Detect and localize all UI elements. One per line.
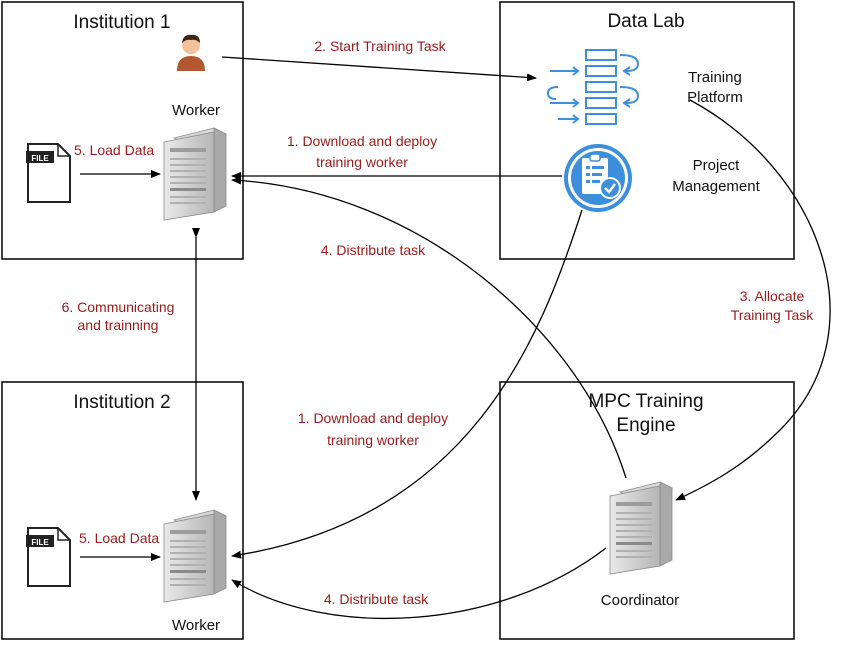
institution1-server-icon [163, 127, 227, 221]
institution1-title: Institution 1 [73, 12, 170, 33]
distribute-task-arrow-1 [231, 176, 627, 479]
communicating-label-line2: and trainning [78, 317, 159, 333]
data-lab-box [499, 1, 795, 260]
project-management-label-line2: Management [672, 178, 760, 195]
start-training-arrow [221, 56, 537, 82]
project-management-label-line1: Project [693, 157, 741, 174]
distribute-task-arrow-2 [231, 547, 607, 620]
allocate-training-arrow [675, 99, 831, 501]
download-deploy-label-1-line1: 1. Download and deploy [287, 133, 437, 149]
institution1-box [1, 1, 244, 260]
allocate-training-label-line2: Training Task [731, 307, 814, 323]
person-icon [177, 34, 205, 71]
clipboard-check-icon [564, 144, 632, 212]
mpc-engine-title-line1: MPC Training [588, 391, 703, 412]
institution2-server-icon [163, 509, 227, 603]
mpc-engine-title-line2: Engine [616, 415, 675, 436]
training-platform-label-line1: Training [688, 69, 742, 86]
svg-text:FILE: FILE [31, 538, 49, 547]
institution2-file-icon: FILE [25, 527, 71, 587]
download-deploy-label-2-line2: training worker [327, 432, 419, 448]
mpc-engine-box [499, 381, 795, 640]
data-lab-title: Data Lab [607, 11, 684, 32]
institution2-title: Institution 2 [73, 392, 170, 413]
start-training-label: 2. Start Training Task [314, 38, 446, 54]
training-platform-label-line2: Platform [687, 89, 743, 106]
load-data-label-2: 5. Load Data [79, 530, 159, 546]
communicating-label-line1: 6. Communicating [62, 299, 175, 315]
svg-text:FILE: FILE [31, 154, 49, 163]
download-deploy-arrow-2 [231, 209, 583, 559]
institution1-worker-label: Worker [172, 102, 220, 119]
coordinator-server-icon [609, 481, 673, 575]
download-deploy-label-1-line2: training worker [316, 154, 408, 170]
load-data-label-1: 5. Load Data [74, 142, 154, 158]
institution1-file-icon: FILE [25, 143, 71, 203]
institution2-box [1, 381, 244, 640]
distribute-task-label-1: 4. Distribute task [321, 242, 426, 258]
distribute-task-label-2: 4. Distribute task [324, 591, 429, 607]
pipeline-icon [546, 49, 640, 125]
institution2-worker-label: Worker [172, 617, 220, 634]
coordinator-label: Coordinator [601, 592, 679, 609]
download-deploy-label-2-line1: 1. Download and deploy [298, 410, 448, 426]
allocate-training-label-line1: 3. Allocate [740, 288, 805, 304]
